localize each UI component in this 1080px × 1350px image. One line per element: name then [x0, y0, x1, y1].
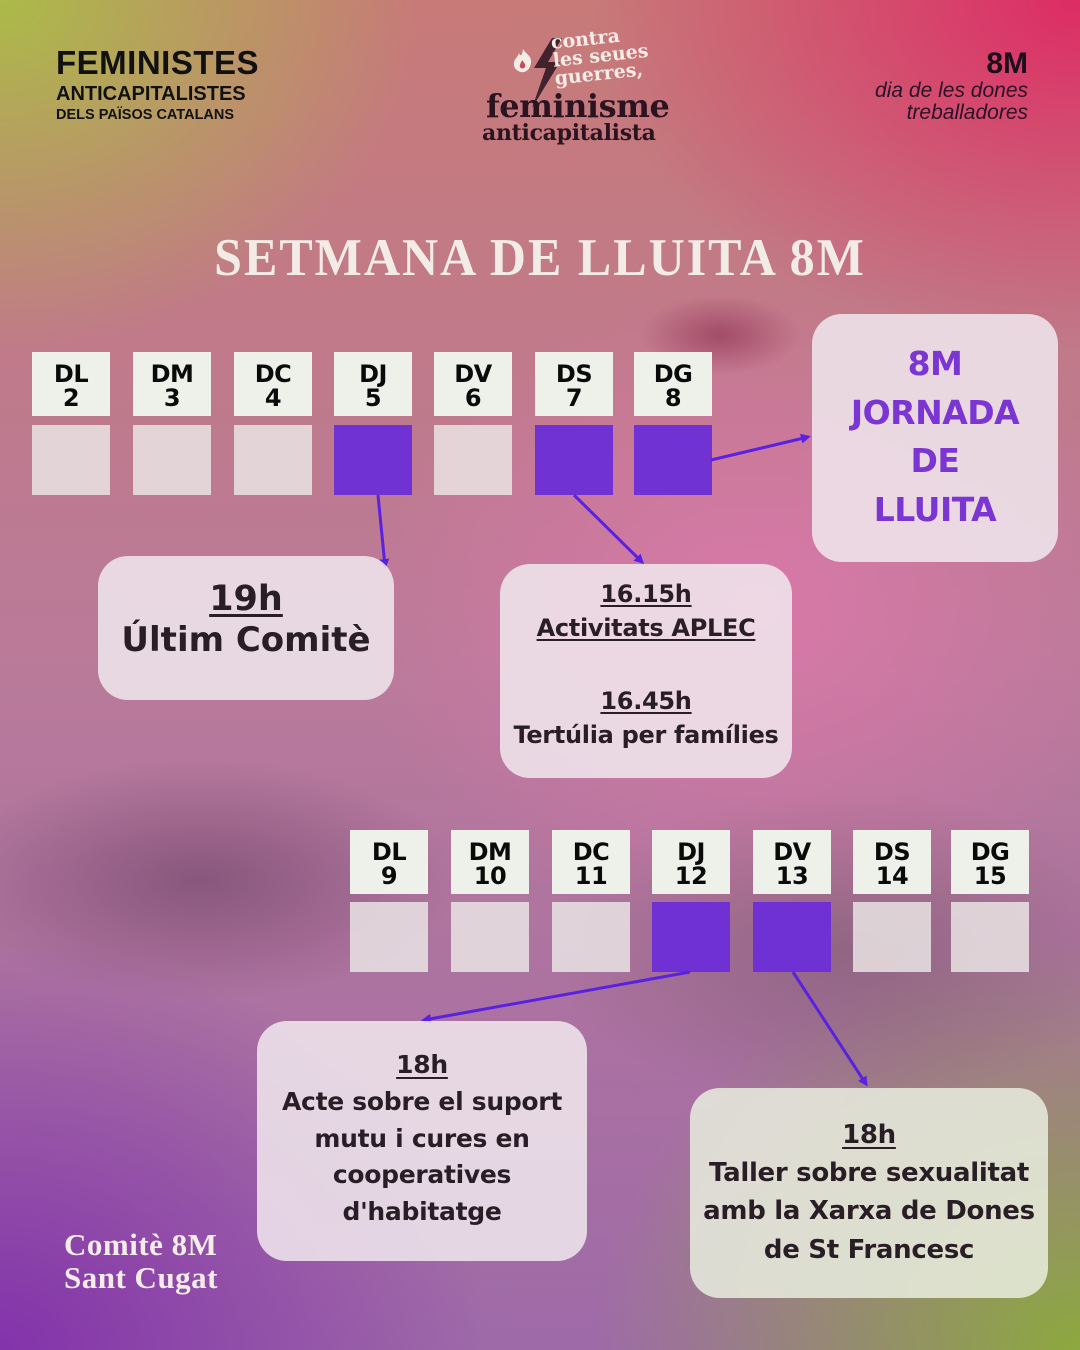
event-card-taller-sexualitat: 18h Taller sobre sexualitat amb la Xarxa… [690, 1088, 1048, 1298]
event-card-jornada-de-lluita: 8M JORNADA DE LLUITA [812, 314, 1058, 562]
day-number: 3 [163, 383, 181, 412]
event-description-1: Activitats APLEC [536, 613, 756, 642]
organization-logo: FEMINISTES ANTICAPITALISTES DELS PAÏSOS … [56, 46, 259, 123]
day-abbr: DM [150, 360, 194, 388]
campaign-logo: contra les seues guerres, feminisme anti… [480, 25, 680, 154]
day-abbr: DV [773, 838, 811, 866]
footer-line-2: Sant Cugat [64, 1260, 219, 1296]
day-abbr: DG [970, 838, 1010, 866]
event-description-line: Acte sobre el suport [282, 1086, 562, 1116]
day-abbr: DC [254, 360, 292, 388]
org-line-2: ANTICAPITALISTES [56, 83, 246, 105]
day-abbr: DM [468, 838, 512, 866]
day-slot-dj-12-active [652, 902, 730, 972]
day-slot-dm-10 [451, 902, 529, 972]
day-slot-dc-4 [234, 425, 312, 495]
footer-signature: Comitè 8M Sant Cugat [64, 1228, 218, 1295]
event-time-1: 16.15h [600, 580, 692, 608]
jornada-line-1: 8M [907, 344, 963, 383]
flame-icon [513, 49, 532, 73]
day-abbr: DC [572, 838, 610, 866]
day-slot-dg-15 [951, 902, 1029, 972]
campaign-slogan-feminisme: feminisme [486, 87, 670, 125]
event-time: 18h [396, 1050, 448, 1079]
event-description-line: amb la Xarxa de Dones [703, 1196, 1035, 1227]
day-number: 4 [264, 383, 282, 412]
event-description-line: d'habitatge [342, 1197, 502, 1226]
day-slot-ds-7-active [535, 425, 613, 495]
day-number: 15 [973, 861, 1007, 890]
campaign-slogan-small: contra les seues guerres, [550, 24, 651, 90]
lightning-bolt-icon [532, 38, 562, 108]
jornada-line-4: LLUITA [873, 489, 997, 529]
event-card-aplec: 16.15h Activitats APLEC 16.45h Tertúlia … [500, 564, 792, 778]
event-description-2: Tertúlia per famílies [513, 720, 779, 749]
org-line-1: FEMINISTES [56, 44, 260, 81]
day-number: 11 [574, 861, 608, 890]
day-slot-dc-11 [552, 902, 630, 972]
day-slot-ds-14 [853, 902, 931, 972]
day-number: 7 [565, 383, 583, 412]
event-time-2: 16.45h [600, 687, 692, 716]
day-abbr: DJ [677, 838, 705, 866]
day-number: 13 [775, 861, 809, 890]
event-date-subtitle-2: treballadores [906, 100, 1028, 124]
campaign-slogan-anticapitalista: anticapitalista [482, 120, 656, 146]
event-date-subtitle-1: dia de les dones [875, 78, 1028, 102]
day-slot-dj-5-active [334, 425, 412, 495]
day-number: 10 [473, 861, 507, 890]
event-description-line: cooperatives [332, 1160, 512, 1190]
day-slot-dv-6 [434, 425, 512, 495]
day-number: 12 [674, 861, 708, 890]
footer-line-1: Comitè 8M [64, 1227, 218, 1262]
event-description-line: de St Francesc [763, 1234, 975, 1265]
day-abbr: DL [53, 360, 89, 388]
event-date-label: 8M dia de les dones treballadores [875, 48, 1028, 124]
day-number: 8 [664, 383, 682, 412]
day-abbr: DL [371, 838, 407, 866]
day-number: 14 [875, 861, 909, 890]
day-slot-dg-8-active [634, 425, 712, 495]
event-time: 19h [209, 579, 283, 619]
day-abbr: DS [873, 838, 911, 866]
jornada-line-2: JORNADA [850, 392, 1020, 432]
event-description-line: mutu i cures en [314, 1123, 530, 1153]
jornada-line-3: DE [910, 441, 960, 480]
day-number: 5 [364, 383, 382, 412]
event-card-habitatge: 18h Acte sobre el suport mutu i cures en… [257, 1021, 587, 1261]
day-number: 2 [62, 383, 80, 412]
day-number: 9 [380, 861, 398, 890]
event-description: Últim Comitè [121, 620, 371, 660]
event-date-title: 8M [986, 47, 1028, 80]
day-number: 6 [464, 383, 482, 412]
day-slot-dl-2 [32, 425, 110, 495]
day-slot-dl-9 [350, 902, 428, 972]
day-slot-dv-13-active [753, 902, 831, 972]
day-abbr: DJ [359, 360, 387, 388]
day-abbr: DG [653, 360, 693, 388]
event-description-line: Taller sobre sexualitat [709, 1158, 1029, 1189]
org-line-3: DELS PAÏSOS CATALANS [56, 107, 235, 123]
event-card-ultim-comite: 19h Últim Comitè [98, 556, 394, 700]
event-time: 18h [842, 1120, 896, 1150]
day-abbr: DS [555, 360, 593, 388]
day-slot-dm-3 [133, 425, 211, 495]
day-abbr: DV [454, 360, 492, 388]
page-title: SETMANA DE LLUITA 8M [214, 227, 866, 287]
